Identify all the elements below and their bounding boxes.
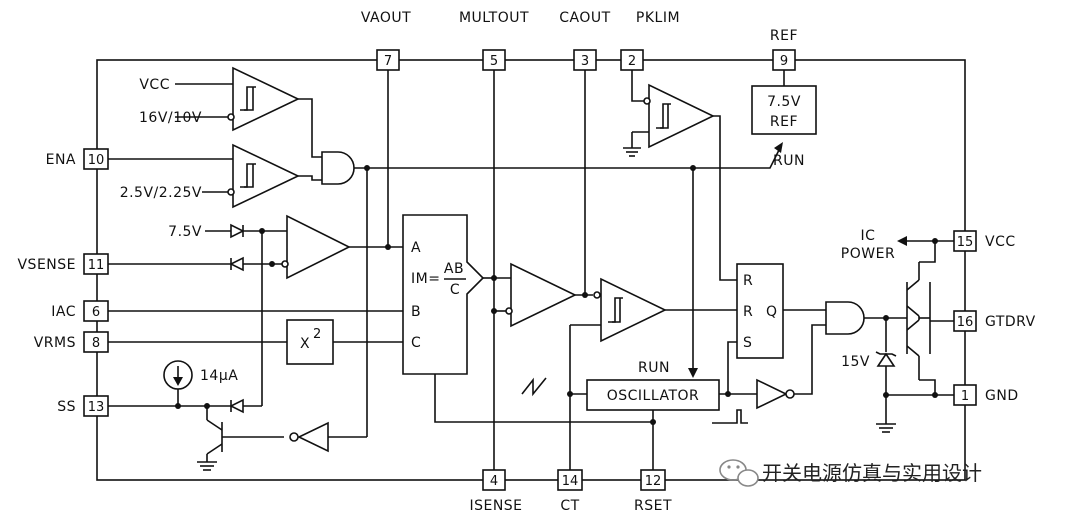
- pklim-label: PKLIM: [636, 10, 680, 26]
- ref-label: REF: [770, 28, 798, 44]
- oscillator-label: OSCILLATOR: [607, 388, 700, 404]
- wechat-icon: [719, 459, 759, 487]
- ff-r2: R: [743, 304, 753, 320]
- ss-label: SS: [57, 399, 76, 415]
- svg-text:5: 5: [490, 54, 498, 69]
- mult-numerator: AB: [444, 261, 464, 277]
- mult-equation: IM=: [411, 271, 440, 287]
- vrms-label: VRMS: [34, 335, 76, 351]
- pin-14: 14: [557, 469, 583, 491]
- svg-text:16: 16: [957, 315, 974, 330]
- enable-and-gate: [321, 142, 783, 437]
- vsense-label: VSENSE: [17, 257, 76, 273]
- ic-outline: [96, 59, 966, 481]
- squarer-x: X: [300, 336, 310, 352]
- pin-3: 3: [573, 49, 597, 71]
- squarer-exp: 2: [313, 327, 321, 342]
- pin-5: 5: [482, 49, 506, 71]
- current-error-amplifier: [491, 262, 593, 328]
- voltage-error-amplifier: [108, 214, 403, 406]
- pin-1: 1: [953, 384, 977, 406]
- svg-text:4: 4: [490, 474, 498, 489]
- vcc-label: VCC: [985, 234, 1016, 250]
- pulse-icon: [712, 409, 748, 424]
- caout-label: CAOUT: [559, 10, 610, 26]
- pin-10: 10: [83, 148, 109, 170]
- mult-input-b: B: [411, 304, 421, 320]
- mult-input-a: A: [411, 240, 421, 256]
- ff-r1: R: [743, 273, 753, 289]
- svg-text:8: 8: [92, 336, 100, 351]
- mult-input-c: C: [411, 335, 421, 351]
- gnd-label: GND: [985, 388, 1019, 404]
- output-and-gate: [825, 301, 907, 335]
- run-label-osc: RUN: [638, 360, 670, 376]
- ff-q: Q: [766, 304, 778, 320]
- multout-label: MULTOUT: [459, 10, 529, 26]
- pin-8: 8: [83, 331, 109, 353]
- ic-power-l2: POWER: [841, 246, 895, 262]
- ss-current-label: 14μA: [200, 368, 238, 384]
- ena-label: ENA: [46, 152, 76, 168]
- uvlo-threshold-label: 16V/10V: [139, 110, 202, 126]
- svg-text:12: 12: [645, 474, 662, 489]
- ena-threshold-label: 2.5V/2.25V: [120, 185, 202, 201]
- iac-label: IAC: [51, 304, 76, 320]
- output-driver: [875, 236, 954, 433]
- ref-box-title: REF: [770, 114, 798, 130]
- pin-13: 13: [83, 395, 109, 417]
- mult-denominator: C: [450, 282, 460, 298]
- pwm-comparator: [570, 277, 737, 343]
- svg-text:9: 9: [780, 54, 788, 69]
- svg-text:1: 1: [961, 389, 969, 404]
- top-pin-labels: VAOUT MULTOUT CAOUT PKLIM REF: [361, 10, 798, 44]
- pin-6: 6: [83, 300, 109, 322]
- svg-text:6: 6: [92, 305, 100, 320]
- vaout-label: VAOUT: [361, 10, 411, 26]
- svg-text:3: 3: [581, 54, 589, 69]
- pin-11: 11: [83, 253, 109, 275]
- pin-16: 16: [953, 310, 977, 332]
- pin-15: 15: [953, 230, 977, 252]
- zener-15v-label: 15V: [841, 354, 870, 370]
- svg-text:13: 13: [88, 400, 105, 415]
- pin-2: 2: [620, 49, 644, 71]
- soft-start-circuit: [108, 360, 367, 471]
- squarer-block: [286, 319, 334, 365]
- svg-text:7: 7: [384, 54, 392, 69]
- rs-flip-flop: [736, 263, 826, 359]
- ic-power-l1: IC: [861, 228, 876, 244]
- sawtooth-icon: [521, 377, 547, 397]
- pin-7: 7: [376, 49, 400, 71]
- svg-text:15: 15: [957, 235, 974, 250]
- svg-text:10: 10: [88, 153, 105, 168]
- uvlo-comparator: [175, 66, 322, 158]
- run-label-ref: RUN: [773, 153, 805, 169]
- watermark-text: 开关电源仿真与实用设计: [762, 461, 982, 485]
- isense-label: ISENSE: [469, 498, 522, 514]
- v75-label: 7.5V: [168, 224, 202, 240]
- multiplier-block: [108, 214, 653, 423]
- vcc-in-label: VCC: [139, 77, 170, 93]
- reference-block: [751, 70, 817, 135]
- pklim-comparator: [623, 70, 737, 281]
- rset-label: RSET: [634, 498, 672, 514]
- pin-4: 4: [482, 469, 506, 491]
- gtdrv-label: GTDRV: [985, 314, 1036, 330]
- ct-label: CT: [560, 498, 579, 514]
- pin-12: 12: [640, 469, 666, 491]
- svg-text:14: 14: [562, 474, 579, 489]
- svg-text:11: 11: [88, 258, 105, 273]
- watermark: 开关电源仿真与实用设计: [719, 459, 982, 487]
- oscillator-block: [586, 379, 720, 411]
- enable-comparator: [108, 143, 322, 209]
- ff-s: S: [743, 335, 752, 351]
- pin-9: 9: [772, 49, 796, 71]
- ref-box-value: 7.5V: [767, 94, 801, 110]
- svg-text:2: 2: [628, 54, 636, 69]
- oscillator-inverter: [756, 324, 826, 410]
